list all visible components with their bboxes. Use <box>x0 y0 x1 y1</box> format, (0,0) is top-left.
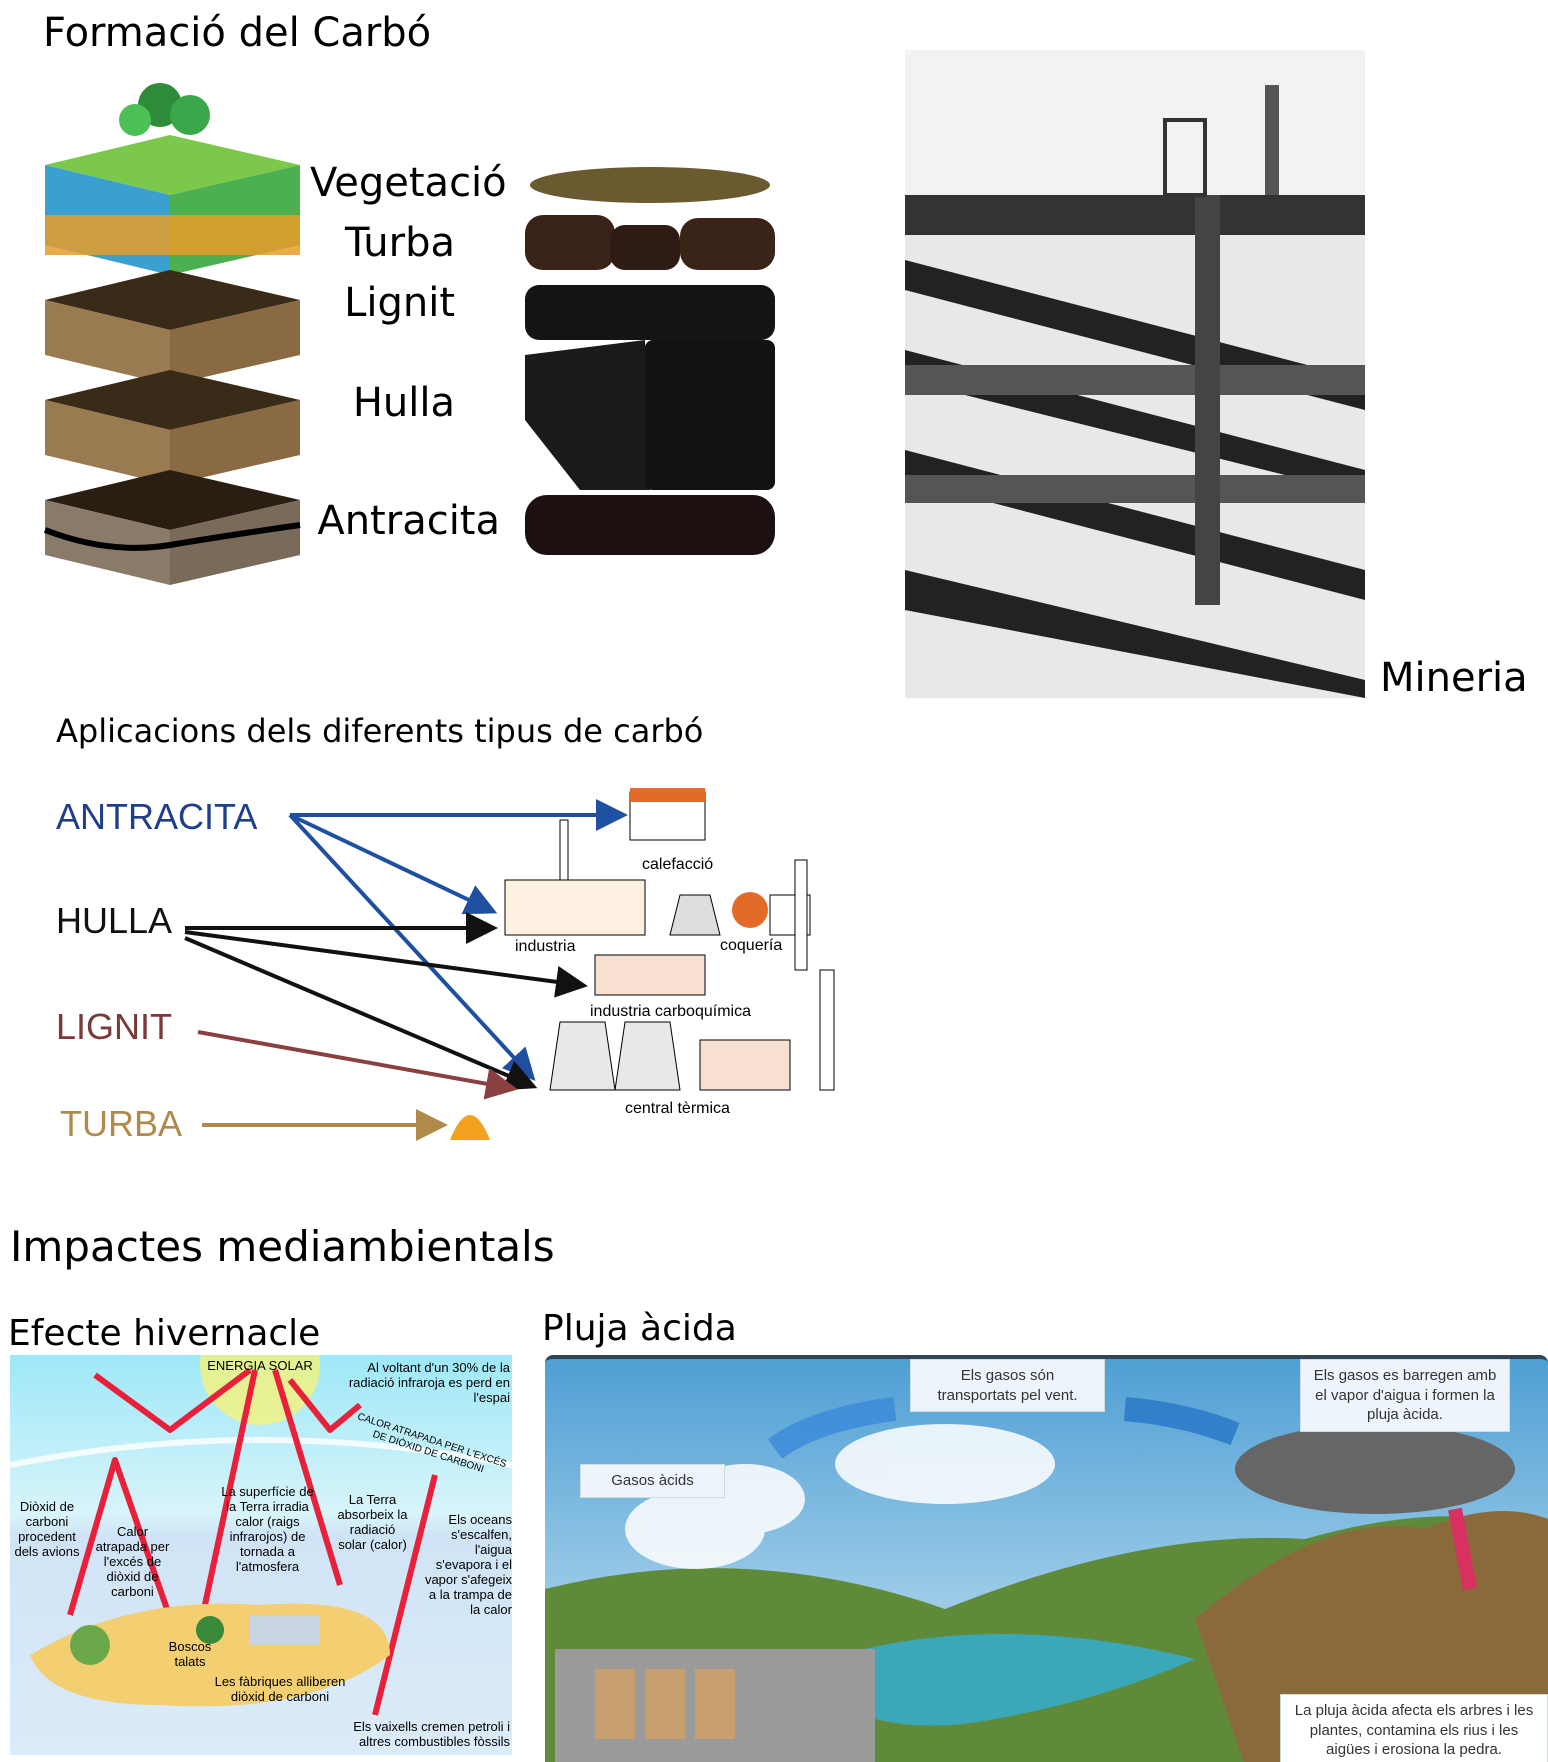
label-lost: Al voltant d'un 30% de la radiació infra… <box>348 1360 510 1405</box>
stage-lignit: Lignit <box>344 280 455 326</box>
building-heating <box>629 788 706 841</box>
layer-block-2 <box>45 370 300 485</box>
label-absorbs: La Terra absorbeix la radiació solar (ca… <box>337 1492 408 1552</box>
label-effects: La pluja àcida afecta els arbres i les p… <box>1280 1694 1548 1762</box>
stage-antracita: Antracita <box>317 498 500 544</box>
building-power-plant <box>549 969 835 1091</box>
applications-diagram: ANTRACITA HULLA LIGNIT TURBA calefacció … <box>50 760 860 1150</box>
label-oceans: Els oceans s'escalfen, l'aigua s'evapora… <box>424 1512 512 1617</box>
building-coking <box>669 892 811 936</box>
label-sun: ENERGIA SOLAR <box>207 1358 313 1373</box>
label-acid-gases: Gasos àcids <box>580 1464 725 1498</box>
label-surface: La superfície de la Terra irradia calor … <box>221 1484 314 1574</box>
layer-block-3 <box>43 470 301 585</box>
label-transport: Els gasos són transportats pel vent. <box>910 1359 1105 1412</box>
label-heat: Calor atrapada per l'excés de diòxid de … <box>95 1524 170 1599</box>
vegetation-block <box>45 83 300 275</box>
label-mix: Els gasos es barregen amb el vapor d'aig… <box>1300 1359 1510 1432</box>
label-ships: Els vaixells cremen petroli i altres com… <box>353 1719 510 1749</box>
acid-rain-diagram: Gasos àcids Els gasos són transportats p… <box>545 1355 1548 1762</box>
coal-samples-image <box>525 167 775 555</box>
use-carboquimica: industria carboquímica <box>590 1003 751 1020</box>
applications-title: Aplicacions dels diferents tipus de carb… <box>56 712 704 750</box>
mining-illustration <box>905 50 1365 698</box>
coal-layers-illustration <box>43 83 301 585</box>
greenhouse-title: Efecte hivernacle <box>8 1313 321 1354</box>
label-factories: Les fàbriques alliberen diòxid de carbon… <box>214 1674 346 1704</box>
building-carbochemical <box>594 859 808 996</box>
greenhouse-graphics <box>10 1355 512 1716</box>
stage-turba: Turba <box>344 220 455 266</box>
coal-antracita: ANTRACITA <box>56 796 258 837</box>
fire-icon <box>450 1115 490 1140</box>
acid-rain-title: Pluja àcida <box>542 1308 737 1349</box>
coal-hulla: HULLA <box>56 900 173 941</box>
building-industry <box>504 819 646 936</box>
coal-turba: TURBA <box>60 1103 183 1144</box>
layer-block-1 <box>45 270 300 385</box>
mining-label: Mineria <box>1380 655 1528 701</box>
use-central-termica: central tèrmica <box>625 1100 730 1117</box>
label-forests: Boscos talats <box>168 1639 212 1669</box>
applications-arrows <box>184 788 835 1141</box>
label-planes: Diòxid de carboni procedent dels avions <box>14 1499 80 1559</box>
use-calefaccio: calefacció <box>642 856 714 873</box>
use-coqueria: coquería <box>720 937 783 954</box>
stage-hulla: Hulla <box>352 380 455 426</box>
coal-lignit: LIGNIT <box>56 1006 173 1047</box>
use-industria: industria <box>515 938 576 955</box>
formation-title: Formació del Carbó <box>43 10 432 56</box>
greenhouse-diagram: ENERGIA SOLAR Al voltant d'un 30% de la … <box>10 1355 512 1755</box>
stage-vegetacio: Vegetació <box>310 160 507 206</box>
impacts-title: Impactes mediambientals <box>10 1222 555 1271</box>
